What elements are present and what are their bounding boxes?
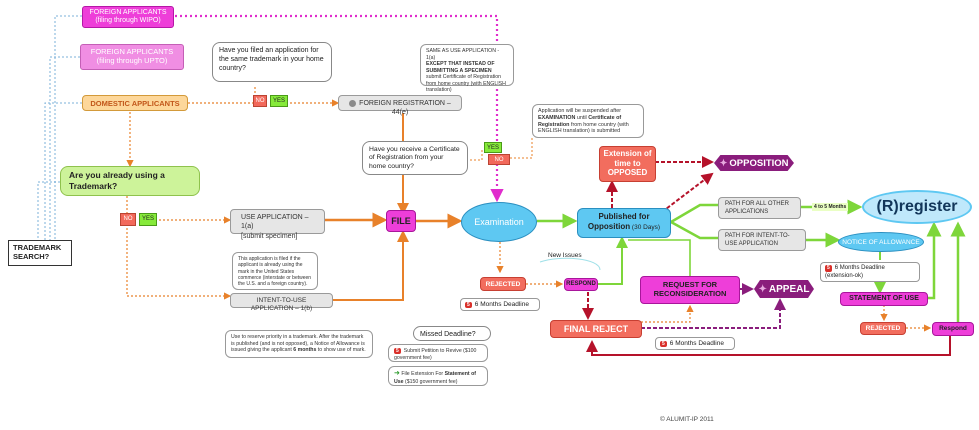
missed-option-2-label-c: ($150 government fee)	[403, 378, 458, 385]
new-issues-label: New Issues	[548, 252, 582, 259]
extension-of-time-node: Extension of time to OPPOSED	[599, 146, 656, 182]
copyright-text: © ALUMIT-IP 2011	[660, 416, 714, 423]
appeal-star-icon: ✦	[758, 283, 767, 295]
opposition-label: OPPOSITION	[729, 157, 789, 169]
appeal-node: ✦APPEAL	[754, 280, 814, 298]
respond-node-2: Respond	[932, 322, 974, 336]
info-icon	[349, 99, 357, 107]
path-other-node: PATH FOR ALL OTHER APPLICATIONS	[718, 197, 801, 219]
examination-node: Examination	[461, 202, 537, 242]
deadline-label-1: 6 Months Deadline	[474, 301, 529, 308]
foreign-wipo-node: FOREIGN APPLICANTS (filing through WIPO)	[82, 6, 174, 28]
use-application-node: USE APPLICATION – 1(a) [submit specimen]	[230, 209, 325, 240]
no-tag-1: NO	[253, 95, 267, 107]
path-itu-node: PATH FOR INTENT-TO-USE APPLICATION	[718, 229, 806, 251]
use-application-note: This application is filed if the applica…	[232, 252, 318, 290]
reconsideration-node: REQUEST FOR RECONSIDERATION	[640, 276, 740, 304]
question-certificate: Have you receive a Certificate of Regist…	[362, 141, 468, 175]
warning-badge-icon: 5	[825, 265, 832, 272]
respond-node-1: RESPOND	[564, 278, 598, 291]
missed-option-2-label-b: Statement of Use	[394, 371, 476, 385]
same-as-use-note: SAME AS USE APPLICATION - 1(a) EXCEPT TH…	[420, 44, 514, 93]
itu-application-node: INTENT-TO-USE APPLICATION – 1(b)	[230, 293, 333, 312]
foreign-registration-label: FOREIGN REGISTRATION – 44(e)	[359, 100, 451, 116]
statement-of-use-node: STATEMENT OF USE	[840, 292, 928, 306]
question-already-using: Are you already using a Trademark?	[60, 166, 200, 196]
no-tag-3: NO	[120, 213, 136, 226]
domestic-applicants-node: DOMESTIC APPLICANTS	[82, 95, 188, 111]
itu-note-text-2: 6 months	[293, 347, 317, 353]
published-days: (30 Days)	[630, 224, 661, 232]
yes-tag-2: YES	[484, 142, 502, 153]
yes-tag-1: YES	[270, 95, 288, 107]
file-node: FILE	[386, 210, 416, 232]
missed-deadline-node: Missed Deadline?	[413, 326, 491, 341]
warning-badge-icon: 5	[465, 302, 472, 308]
foreign-registration-node: FOREIGN REGISTRATION – 44(e)	[338, 95, 462, 116]
foreign-upto-node: FOREIGN APPLICANTS (filing through UPTO)	[80, 44, 184, 70]
months-label: 4 to 5 Months	[812, 203, 849, 211]
warning-badge-icon: 5	[394, 348, 401, 355]
published-title: Published for Opposition	[587, 212, 650, 232]
suspended-text-4: Certificate of Registration	[538, 114, 622, 128]
missed-deadline-option-2: ➜ File Extension For Statement of Use ($…	[388, 366, 488, 386]
missed-option-1-label: Submit Petition to Revive ($100 governme…	[394, 348, 477, 361]
no-tag-2: NO	[488, 154, 510, 165]
rejected-node-2: REJECTED	[860, 322, 906, 335]
register-node: (R)register	[862, 190, 972, 224]
notice-of-allowance-node: NOTICE OF ALLOWANCE	[838, 232, 924, 252]
suspended-text-1: Application will be suspended after	[538, 108, 622, 114]
trademark-search-node: TRADEMARK SEARCH?	[8, 240, 72, 266]
suspended-text-2: EXAMINATION	[538, 114, 576, 121]
final-reject-node: FINAL REJECT	[550, 320, 642, 338]
missed-option-2-label-a: File Extension For	[401, 371, 445, 377]
arrow-icon: ➜	[394, 370, 400, 377]
question-filed-home-country: Have you filed an application for the sa…	[212, 42, 332, 82]
suspended-text-3: until	[575, 114, 589, 121]
deadline-label-2: 6 Months Deadline	[669, 340, 724, 347]
warning-badge-icon: 5	[660, 341, 667, 347]
same-as-use-line1: SAME AS USE APPLICATION - 1(a)	[426, 48, 500, 61]
itu-note-text-1: Use to reserve priority in a trademark. …	[231, 334, 365, 353]
appeal-label: APPEAL	[768, 283, 810, 295]
opposition-node: ✦OPPOSITION	[714, 155, 794, 171]
itu-note-text-3: to show use of mark.	[316, 347, 366, 353]
suspended-text-5: from home country (with ENGLISH translat…	[538, 121, 629, 135]
opposition-star-icon: ✦	[719, 157, 728, 169]
published-node: Published for Opposition (30 Days)	[577, 208, 671, 238]
deadline-label-3: 6 Months Deadline (extension-ok)	[825, 265, 885, 279]
rejected-node-1: REJECTED	[480, 277, 526, 291]
yes-tag-3: YES	[139, 213, 157, 226]
suspended-note: Application will be suspended after EXAM…	[532, 104, 644, 138]
same-as-use-line2: EXCEPT THAT INSTEAD OF SUBMITTING A SPEC…	[426, 61, 495, 74]
itu-application-note: Use to reserve priority in a trademark. …	[225, 330, 373, 358]
same-as-use-line3: submit Certificate of Registration from …	[426, 74, 506, 93]
